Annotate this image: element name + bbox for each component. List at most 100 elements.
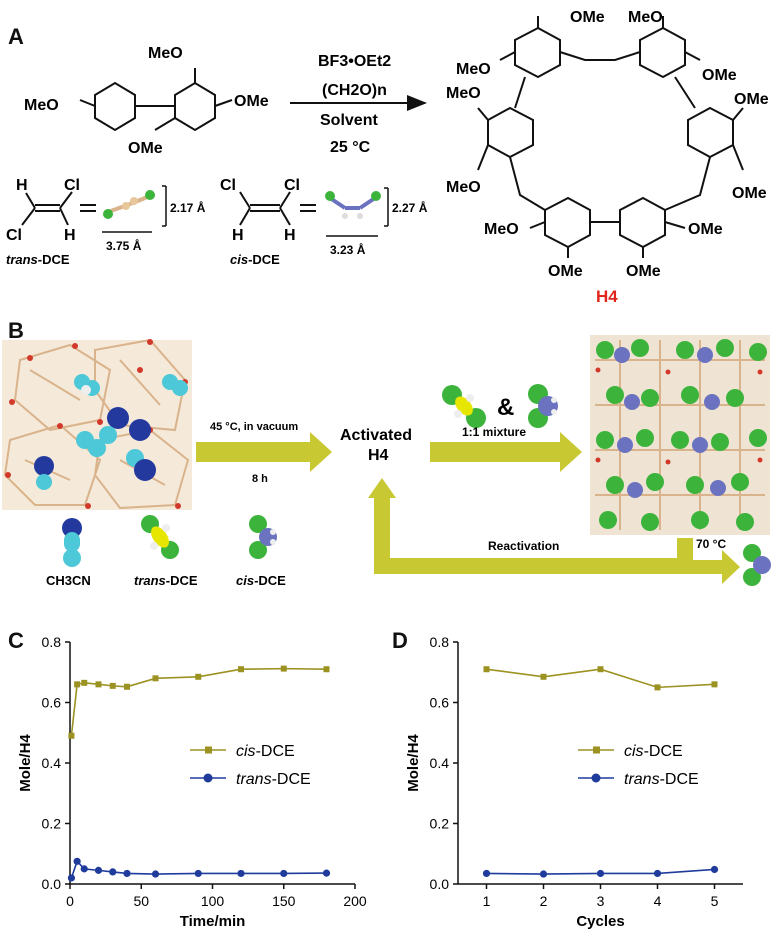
- data-point: [81, 679, 88, 686]
- legend-marker: [591, 773, 601, 783]
- product-sub-3: MeO: [456, 61, 491, 78]
- mixture-label: 1:1 mixture: [462, 425, 526, 439]
- y-tick-label: 0.4: [42, 755, 62, 771]
- condition-2: (CH2O)n: [322, 82, 387, 99]
- y-axis-label: Mole/H4: [405, 734, 422, 792]
- product-sub-11: OMe: [548, 263, 583, 280]
- cis-dce-height: 2.27 Å: [392, 200, 428, 215]
- legend-trans-dce-model: [141, 515, 179, 559]
- data-point: [67, 874, 76, 882]
- product-sub-1: OMe: [570, 9, 605, 26]
- legend-entry-cis-dce: cis-DCE: [578, 743, 683, 760]
- x-axis-label: Time/min: [180, 913, 246, 930]
- reactant-label-meo-top: MeO: [148, 45, 183, 62]
- data-point: [483, 666, 490, 673]
- series-cis-dce: [483, 666, 718, 691]
- condition-3: Solvent: [320, 112, 378, 129]
- y-tick-label: 0.4: [430, 755, 450, 771]
- product-sub-2: MeO: [628, 9, 663, 26]
- data-point: [238, 666, 244, 673]
- released-cis-dce: [743, 544, 771, 586]
- data-point: [109, 868, 117, 876]
- trans-dce-height: 2.17 Å: [170, 200, 206, 215]
- trans-dce-length: 3.75 Å: [106, 238, 142, 253]
- product-sub-7: MeO: [446, 179, 481, 196]
- trans-dce-name: trans-DCE: [6, 252, 70, 267]
- product-sub-10: OMe: [688, 221, 723, 238]
- panel-label-a: A: [8, 24, 24, 49]
- y-tick-label: 0.2: [430, 816, 450, 832]
- data-point: [597, 666, 604, 673]
- data-point: [74, 681, 81, 688]
- data-point: [711, 681, 718, 688]
- y-tick-label: 0.0: [430, 876, 450, 892]
- reactivation-temperature: 70 °C: [696, 537, 726, 551]
- y-tick-label: 0.8: [430, 634, 450, 650]
- cis-atom-cl-left: Cl: [220, 177, 236, 194]
- y-tick-label: 0.2: [42, 816, 62, 832]
- data-point: [482, 869, 491, 878]
- data-point: [710, 865, 719, 874]
- data-point: [95, 681, 102, 688]
- reactant-label-ome-right: OMe: [234, 93, 269, 110]
- data-point: [596, 869, 605, 878]
- y-axis-label: Mole/H4: [17, 734, 34, 792]
- x-tick-label: 3: [597, 893, 605, 909]
- trans-atom-h-bottom: H: [64, 227, 76, 244]
- x-tick-label: 1: [483, 893, 491, 909]
- activated-label-2: H4: [368, 447, 389, 464]
- data-point: [152, 675, 159, 682]
- trans-dce-spacefill: [442, 385, 486, 428]
- crystal-packing-left: [2, 338, 192, 510]
- x-tick-label: 50: [133, 893, 149, 909]
- x-axis-label: Cycles: [576, 913, 624, 930]
- cis-atom-h-right: H: [284, 227, 296, 244]
- legend-marker: [593, 746, 600, 754]
- panel-label-c: C: [8, 628, 24, 653]
- product-sub-9: MeO: [484, 221, 519, 238]
- data-point: [323, 666, 330, 673]
- ampersand: &: [497, 394, 514, 421]
- trans-dce-structure: [21, 191, 73, 226]
- legend-label: cis-DCE: [236, 743, 295, 760]
- series-trans-dce: [482, 865, 719, 878]
- product-sub-8: OMe: [732, 185, 767, 202]
- x-tick-label: 4: [654, 893, 662, 909]
- activation-condition-bottom: 8 h: [252, 473, 268, 485]
- data-point: [195, 673, 202, 680]
- data-point: [94, 866, 103, 874]
- product-sub-5: MeO: [446, 85, 481, 102]
- y-tick-label: 0.0: [42, 876, 62, 892]
- legend-entry-cis-dce: cis-DCE: [190, 743, 295, 760]
- cis-dce-name: cis-DCE: [230, 252, 280, 267]
- x-tick-label: 200: [343, 893, 367, 909]
- scheme-b: 45 °C, in vacuum 8 h Activated H4 & 1:1 …: [2, 335, 771, 588]
- macrocycle-h4: [477, 16, 744, 258]
- cis-atom-cl-right: Cl: [284, 177, 300, 194]
- crystal-packing-right: [590, 335, 770, 535]
- trans-atom-cl-bottom: Cl: [6, 227, 22, 244]
- x-tick-label: 5: [711, 893, 719, 909]
- mixture-arrow: [430, 432, 582, 472]
- scheme-a: MeO MeO OMe OMe BF3•OEt2 (CH2O)n Solvent…: [6, 9, 769, 306]
- data-point: [280, 665, 287, 672]
- panel-label-b: B: [8, 318, 24, 343]
- data-point: [322, 869, 331, 877]
- y-tick-label: 0.6: [42, 695, 62, 711]
- x-tick-label: 2: [540, 893, 548, 909]
- data-point: [151, 870, 160, 878]
- legend-label: trans-DCE: [236, 771, 311, 788]
- cis-atom-h-left: H: [232, 227, 244, 244]
- condition-1: BF3•OEt2: [318, 53, 391, 70]
- reactivation-arrow: [368, 478, 740, 584]
- series-trans-dce: [67, 857, 331, 882]
- product-sub-12: OMe: [626, 263, 661, 280]
- data-point: [653, 869, 662, 878]
- data-point: [539, 870, 548, 878]
- panel-label-d: D: [392, 628, 408, 653]
- condition-4: 25 °C: [330, 139, 371, 156]
- legend-cis-dce: cis-DCE: [236, 573, 286, 588]
